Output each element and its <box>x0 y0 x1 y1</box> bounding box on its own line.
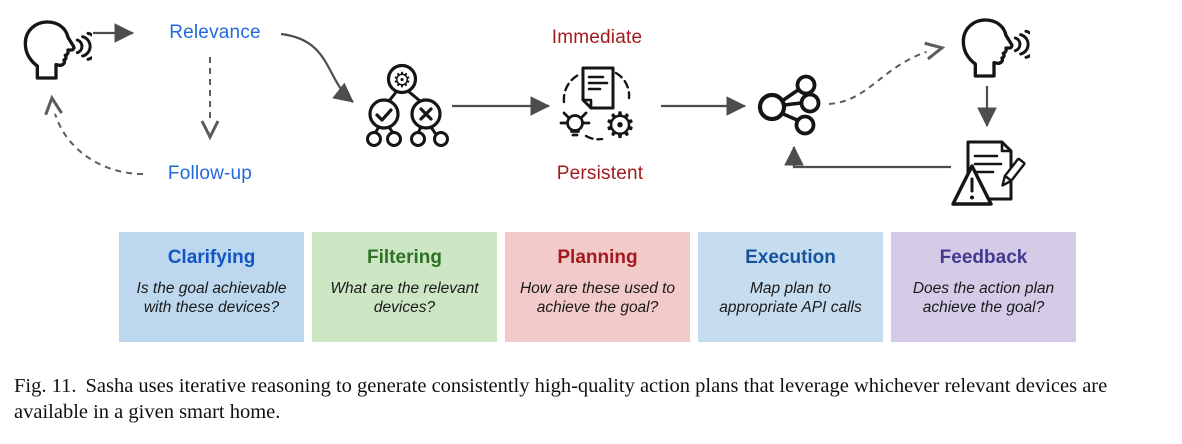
svg-text:⚙: ⚙ <box>604 106 636 147</box>
stage-filtering: Filtering What are the relevant devices? <box>312 232 497 342</box>
arrow-execution-to-user2 <box>828 41 946 105</box>
plan-document-bulb-gear-icon: ⚙ <box>559 66 636 147</box>
decision-tree-gear-icon: ⚙ <box>366 63 449 147</box>
stage-title: Planning <box>557 247 638 268</box>
arrow-report-to-execution <box>784 145 951 169</box>
stage-title: Feedback <box>939 247 1028 268</box>
stage-execution: Execution Map plan to appropriate API ca… <box>698 232 883 342</box>
stage-title: Clarifying <box>167 247 256 268</box>
stage-planning: Planning How are these used to achieve t… <box>505 232 690 342</box>
follow-up-label: Follow-up <box>167 163 253 184</box>
caption-text: Sasha uses iterative reasoning to genera… <box>14 375 1108 424</box>
speaking-head-icon <box>961 18 1030 78</box>
stage-question: What are the relevant devices? <box>330 280 479 316</box>
stage-clarifying: Clarifying Is the goal achievable with t… <box>119 232 304 342</box>
arrow-relevance-to-filter <box>280 32 354 103</box>
persistent-label: Persistent <box>556 163 644 184</box>
stage-title: Execution <box>745 247 836 268</box>
arrow-followup-to-user <box>44 94 144 175</box>
relevance-label: Relevance <box>169 22 261 43</box>
speaking-head-icon <box>23 20 92 80</box>
stage-question: Does the action plan achieve the goal? <box>912 280 1055 316</box>
stage-feedback: Feedback Does the action plan achieve th… <box>891 232 1076 342</box>
stage-question: How are these used to achieve the goal? <box>519 280 676 316</box>
stage-title: Filtering <box>367 247 442 268</box>
error-report-warning-icon <box>951 140 1026 206</box>
figure-caption: Fig. 11.Sasha uses iterative reasoning t… <box>14 373 1172 425</box>
stage-question: Is the goal achievable with these device… <box>136 280 287 316</box>
stage-row: Clarifying Is the goal achievable with t… <box>119 232 1076 342</box>
network-share-icon <box>757 74 821 136</box>
stage-question: Map plan to appropriate API calls <box>719 280 862 316</box>
flow-arrows <box>44 23 997 175</box>
immediate-label: Immediate <box>551 27 643 48</box>
svg-text:⚙: ⚙ <box>393 68 412 92</box>
figure-number: Fig. 11. <box>14 375 77 397</box>
